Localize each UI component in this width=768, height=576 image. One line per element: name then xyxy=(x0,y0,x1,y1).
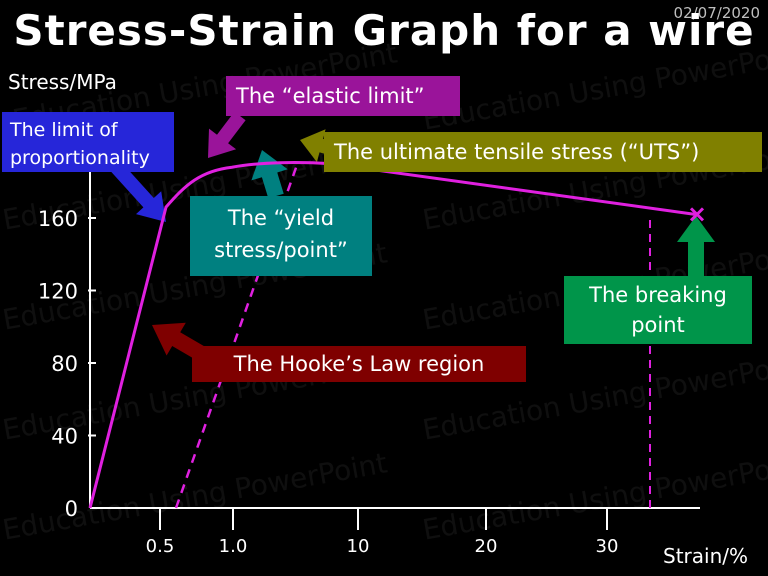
y-tick-label: 0 xyxy=(65,497,78,521)
x-tick-label: 10 xyxy=(347,536,370,557)
chart-marks xyxy=(88,161,705,509)
yield-arrow xyxy=(251,150,288,199)
callout-limit-of-proportionality: The limit of proportionality xyxy=(2,112,174,172)
y-tick-label: 80 xyxy=(51,352,78,376)
callout-elastic-limit: The “elastic limit” xyxy=(226,76,460,116)
y-tick-label: 160 xyxy=(38,207,78,231)
callout-hookes-law-region: The Hooke’s Law region xyxy=(192,346,526,382)
callout-yield-stress: The “yield stress/point” xyxy=(190,196,372,276)
x-tick-label: 0.5 xyxy=(146,536,175,557)
breaking-point-marker xyxy=(689,207,705,222)
x-tick-label: 1.0 xyxy=(219,536,248,557)
y-axis-label: Stress/MPa xyxy=(8,70,117,94)
slide-title: Stress-Strain Graph for a wire xyxy=(13,6,755,55)
x-tick-label: 30 xyxy=(596,536,619,557)
elastic-limit-arrow xyxy=(208,111,246,158)
stress-strain-curve xyxy=(88,161,696,509)
unloading-line xyxy=(174,167,298,509)
y-tick-label: 40 xyxy=(51,425,78,449)
slide-date: 02/07/2020 xyxy=(673,4,760,22)
x-tick-label: 20 xyxy=(475,536,498,557)
axes xyxy=(88,170,700,530)
breaking-point-arrow xyxy=(677,216,715,278)
callout-uts: The ultimate tensile stress (“UTS”) xyxy=(324,132,762,172)
tick-labels: 0 40 80 120 160 0.5 1.0 10 20 30 xyxy=(38,207,619,557)
x-axis-label: Strain/% xyxy=(663,544,748,568)
callout-breaking-point: The breaking point xyxy=(564,276,752,344)
y-tick-label: 120 xyxy=(38,280,78,304)
